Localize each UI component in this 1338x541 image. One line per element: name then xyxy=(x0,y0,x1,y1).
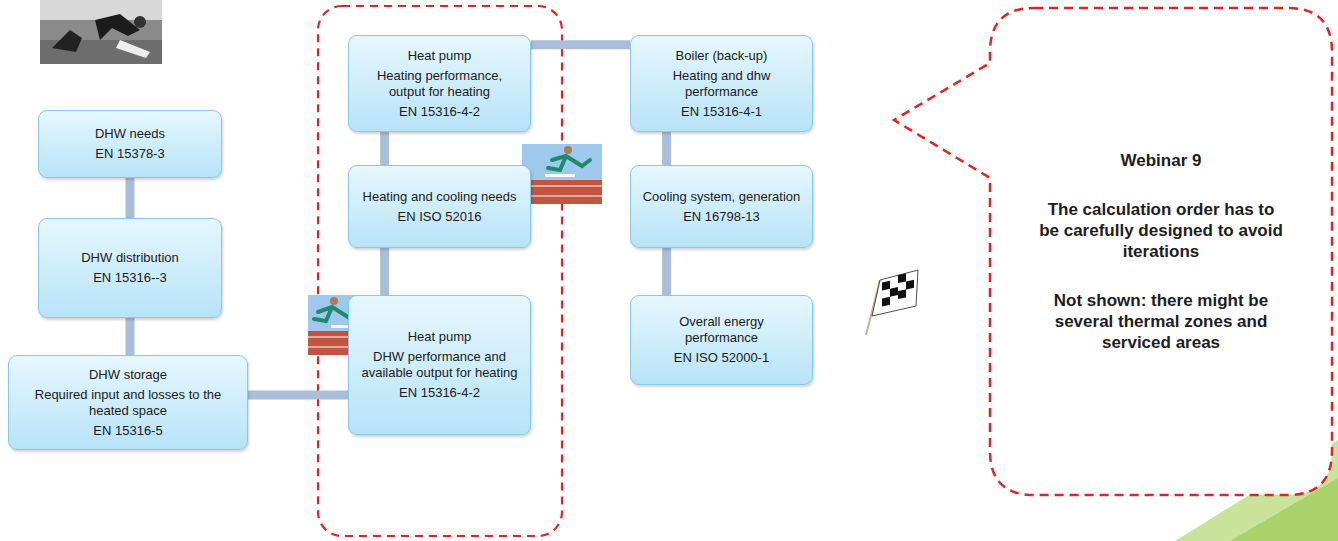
connector-bar xyxy=(126,178,135,218)
box-heading: Heating and cooling needs xyxy=(363,189,517,205)
process-box: DHW needs EN 15378-3 xyxy=(38,110,222,178)
box-heading: Boiler (back-up) xyxy=(676,48,768,64)
box-text: DHW performance and available output for… xyxy=(359,349,520,381)
callout-text: Not shown: there might be several therma… xyxy=(1036,290,1286,353)
box-text: Heating performance, output for heating xyxy=(359,68,520,100)
box-heading: DHW needs xyxy=(95,126,165,142)
dashed-group xyxy=(318,6,562,536)
callout-text: The calculation order has to be carefull… xyxy=(1036,199,1286,262)
process-box: DHW distribution EN 15316--3 xyxy=(38,218,222,318)
callout-outline xyxy=(894,8,1332,495)
box-text: EN 15316-5 xyxy=(93,423,162,439)
process-box: Heat pumpHeating performance, output for… xyxy=(348,35,531,132)
process-box: Heat pumpDHW performance and available o… xyxy=(348,295,531,435)
connector-bar xyxy=(380,248,389,295)
process-box: Boiler (back-up) Heating and dhw performa… xyxy=(630,35,813,132)
process-box: Overall energy performance EN ISO 52000-1 xyxy=(630,295,813,385)
checkered-flag xyxy=(866,270,918,335)
runner-photo xyxy=(40,0,162,64)
box-text: Required input and losses to the heated … xyxy=(19,387,237,419)
connector-bar xyxy=(248,391,348,400)
box-heading: DHW storage xyxy=(89,367,167,383)
box-text: EN 15316-4-1 xyxy=(681,104,762,120)
process-box: Cooling system, generation EN 16798-13 xyxy=(630,165,813,248)
callout-text: Webinar 9 xyxy=(1121,150,1202,171)
box-text: EN 16798-13 xyxy=(683,209,760,225)
callout-bubble: Webinar 9 The calculation order has to be… xyxy=(990,8,1332,495)
box-text: EN ISO 52016 xyxy=(398,209,482,225)
process-box: Heating and cooling needs EN ISO 52016 xyxy=(348,165,531,248)
connector-bar xyxy=(662,248,671,295)
connector-bar xyxy=(126,318,135,355)
connector-bar xyxy=(531,40,630,49)
box-text: EN 15316-4-2 xyxy=(399,385,480,401)
hurdler-photo xyxy=(522,144,602,204)
connector-bar xyxy=(662,132,671,165)
box-heading: DHW distribution xyxy=(81,250,179,266)
process-box: DHW storageRequired input and losses to … xyxy=(8,355,248,450)
box-text: EN ISO 52000-1 xyxy=(674,350,769,366)
box-text: EN 15316--3 xyxy=(93,270,167,286)
box-heading: Overall energy performance xyxy=(641,314,802,346)
connector-bar xyxy=(380,132,389,165)
box-text: EN 15378-3 xyxy=(95,146,164,162)
box-text: Heating and dhw performance xyxy=(641,68,802,100)
box-heading: Cooling system, generation xyxy=(643,189,801,205)
box-heading: Heat pump xyxy=(408,329,472,345)
box-heading: Heat pump xyxy=(408,48,472,64)
box-text: EN 15316-4-2 xyxy=(399,104,480,120)
